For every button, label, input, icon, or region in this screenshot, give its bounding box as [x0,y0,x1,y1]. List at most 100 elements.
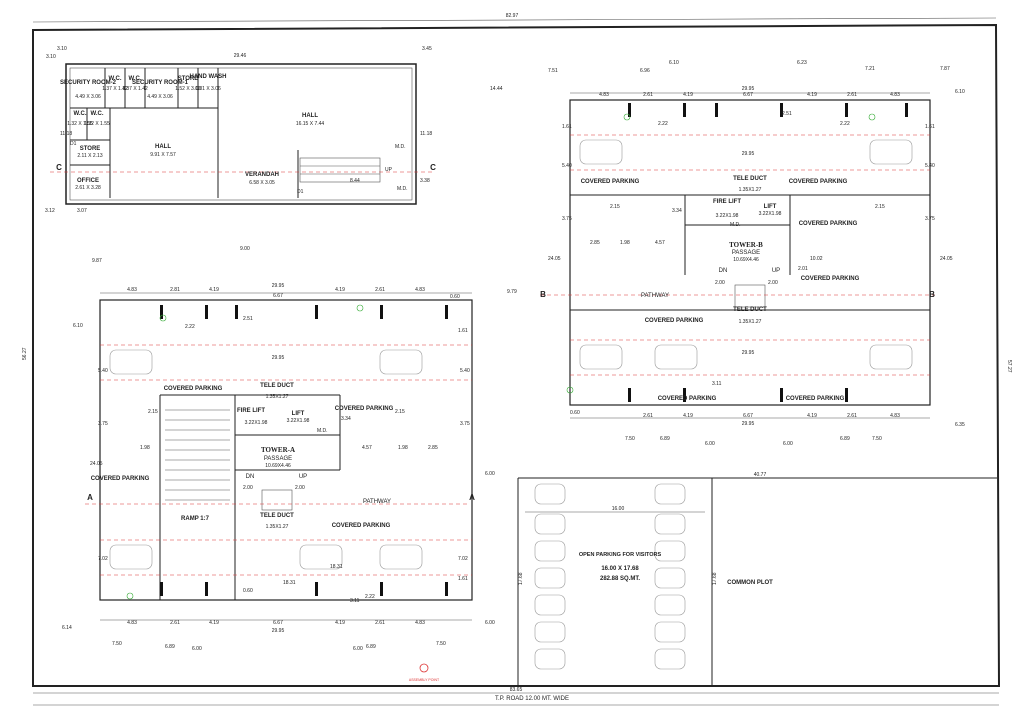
svg-text:3.75: 3.75 [460,421,470,427]
svg-text:14.44: 14.44 [490,86,503,92]
svg-text:HALL: HALL [302,113,318,119]
svg-text:16.00 X 17.68: 16.00 X 17.68 [601,566,639,572]
svg-text:TELE DUCT: TELE DUCT [733,307,767,313]
svg-text:4.83: 4.83 [890,92,900,98]
svg-text:17.68: 17.68 [712,572,718,585]
svg-text:10.69X4.46: 10.69X4.46 [733,257,759,263]
svg-text:COVERED PARKING: COVERED PARKING [581,179,640,185]
svg-text:4.83: 4.83 [599,92,609,98]
svg-text:0.60: 0.60 [243,588,253,594]
svg-text:TELE DUCT: TELE DUCT [260,383,294,389]
svg-text:6.67: 6.67 [273,620,283,626]
svg-text:7.50: 7.50 [625,436,635,442]
svg-text:29.95: 29.95 [272,355,285,361]
svg-text:6.10: 6.10 [669,60,679,66]
svg-text:4.19: 4.19 [683,92,693,98]
svg-text:2.22: 2.22 [185,324,195,330]
svg-text:6.67: 6.67 [743,413,753,419]
svg-text:7.50: 7.50 [872,436,882,442]
svg-text:3.38: 3.38 [420,178,430,184]
svg-text:M.D.: M.D. [317,428,328,434]
svg-text:B: B [540,290,546,299]
svg-text:2.15: 2.15 [395,409,405,415]
svg-text:A: A [469,493,475,502]
svg-text:3.07: 3.07 [77,208,87,214]
svg-text:COVERED PARKING: COVERED PARKING [645,318,704,324]
svg-text:COVERED PARKING: COVERED PARKING [335,406,394,412]
svg-text:B: B [929,290,935,299]
svg-text:2.00: 2.00 [243,485,253,491]
office-d1: D1 [297,189,304,195]
site-right-dim: 57.27 [1006,360,1012,373]
visitor-parking-area: 40.77 16.00 17.68 OPEN PARKING FOR VISIT… [517,472,997,686]
svg-text:4.19: 4.19 [807,413,817,419]
svg-text:W.C.: W.C. [74,111,87,117]
svg-text:6.35: 6.35 [955,422,965,428]
svg-text:COMMON PLOT: COMMON PLOT [727,580,773,586]
svg-text:2.22: 2.22 [840,121,850,127]
svg-text:16.00: 16.00 [612,506,625,512]
svg-text:6.67: 6.67 [743,92,753,98]
svg-text:2.51: 2.51 [782,111,792,117]
svg-text:6.00: 6.00 [192,646,202,652]
svg-text:6.89: 6.89 [660,436,670,442]
svg-text:2.85: 2.85 [590,240,600,246]
svg-text:1.32 X 1.55: 1.32 X 1.55 [67,121,93,127]
svg-text:TELE DUCT: TELE DUCT [733,176,767,182]
svg-text:1.61: 1.61 [458,328,468,334]
svg-text:2.51: 2.51 [243,316,253,322]
svg-text:3.11: 3.11 [350,598,360,604]
svg-text:COVERED PARKING: COVERED PARKING [786,396,845,402]
svg-text:4.19: 4.19 [683,413,693,419]
svg-text:17.68: 17.68 [518,572,524,585]
svg-text:HAND WASH: HAND WASH [190,74,227,80]
svg-text:2.22: 2.22 [658,121,668,127]
svg-text:STORE: STORE [178,76,199,82]
svg-text:PASSAGE: PASSAGE [732,250,760,256]
svg-text:7.50: 7.50 [112,641,122,647]
svg-text:3.12: 3.12 [45,208,55,214]
svg-text:5.40: 5.40 [98,368,108,374]
svg-text:PATHWAY: PATHWAY [363,499,391,505]
svg-text:7.50: 7.50 [436,641,446,647]
office-up: UP [385,167,393,173]
svg-text:40.77: 40.77 [754,472,767,478]
svg-text:1.37 X 1.42: 1.37 X 1.42 [122,86,148,92]
svg-text:W.C.: W.C. [109,76,122,82]
svg-text:A: A [87,493,93,502]
svg-text:4.49 X 3.06: 4.49 X 3.06 [75,94,101,100]
svg-text:3.75: 3.75 [98,421,108,427]
svg-text:9.91 X 7.57: 9.91 X 7.57 [150,152,176,158]
svg-text:4.83: 4.83 [127,620,137,626]
svg-text:4.83: 4.83 [127,287,137,293]
svg-text:16.15 X 7.44: 16.15 X 7.44 [296,121,325,127]
svg-text:1.61: 1.61 [925,124,935,130]
svg-text:7.21: 7.21 [865,66,875,72]
assembly-point: ASSEMBLY POINT [409,678,440,682]
svg-text:6.89: 6.89 [165,644,175,650]
office-block: C C M.D. M.D. D1 D1 UP SECURITY ROOM-2 4… [45,46,436,252]
svg-text:2.61: 2.61 [170,620,180,626]
svg-text:2.61: 2.61 [847,413,857,419]
svg-text:3.34: 3.34 [341,416,351,422]
svg-text:VERANDAH: VERANDAH [245,172,279,178]
svg-text:3.45: 3.45 [422,46,432,52]
tower-a-plan: COVERED PARKING COVERED PARKING COVERED … [62,258,517,652]
svg-text:TELE DUCT: TELE DUCT [260,513,294,519]
svg-text:2.61 X 3.28: 2.61 X 3.28 [75,185,101,191]
svg-text:COVERED PARKING: COVERED PARKING [789,179,848,185]
svg-text:COVERED PARKING: COVERED PARKING [658,396,717,402]
svg-text:18.31: 18.31 [283,580,296,586]
svg-text:4.83: 4.83 [415,287,425,293]
svg-text:1.35X1.27: 1.35X1.27 [266,524,289,530]
svg-text:3.22X1.98: 3.22X1.98 [287,418,310,424]
svg-text:8.44: 8.44 [350,178,360,184]
road-label: T.P. ROAD 12.00 MT. WIDE [495,696,569,702]
svg-text:9.79: 9.79 [507,289,517,295]
svg-text:2.85: 2.85 [428,445,438,451]
svg-text:1.37 X 1.42: 1.37 X 1.42 [102,86,128,92]
office-section-c-left: C [56,163,62,172]
svg-text:DN: DN [246,474,255,480]
svg-text:2.15: 2.15 [610,204,620,210]
